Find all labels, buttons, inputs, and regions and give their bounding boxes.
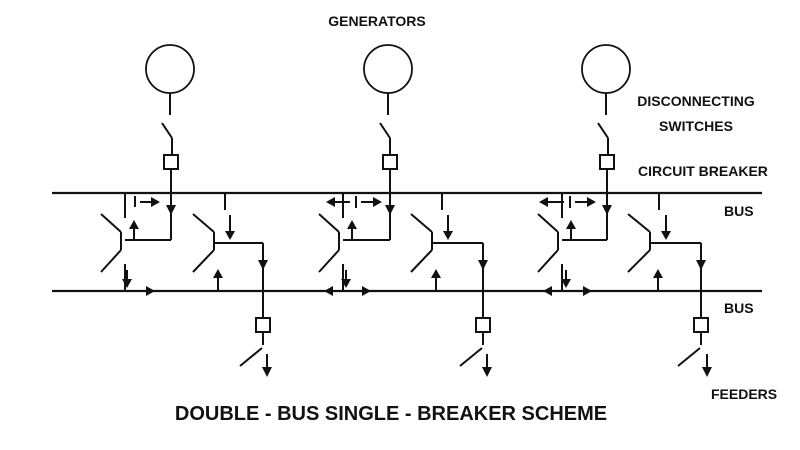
down-arrow-icon xyxy=(696,260,706,270)
bus-disconnect-switch-icon xyxy=(192,213,215,233)
diagram-title: DOUBLE - BUS SINGLE - BREAKER SCHEME xyxy=(175,403,607,425)
left-arrow-icon xyxy=(539,197,548,207)
bus-disconnect-switch-icon xyxy=(100,213,122,233)
right-arrow-icon xyxy=(362,286,371,296)
down-arrow-icon xyxy=(262,367,272,377)
up-arrow-icon xyxy=(431,269,441,278)
bus-disconnect-switch-icon xyxy=(537,249,559,273)
bus-disconnect-switch-icon xyxy=(537,213,559,233)
bus-disconnect-switch-icon xyxy=(410,213,433,233)
up-arrow-icon xyxy=(347,220,357,229)
bus-disconnect-switch-icon xyxy=(410,249,433,273)
down-arrow-icon xyxy=(385,205,395,215)
disconnect-switch-icon xyxy=(379,122,391,139)
disconnect-switch-icon xyxy=(597,122,609,139)
down-arrow-icon xyxy=(702,367,712,377)
disconnecting-switches-label-line1: DISCONNECTING xyxy=(637,93,755,109)
generator-branch-2 xyxy=(318,44,413,291)
circuit-breaker-icon xyxy=(693,317,709,333)
right-arrow-icon xyxy=(583,286,592,296)
top-bus-label: BUS xyxy=(724,203,754,219)
up-arrow-icon xyxy=(129,220,139,229)
down-arrow-icon xyxy=(478,260,488,270)
generators-label: GENERATORS xyxy=(328,13,426,29)
down-arrow-icon xyxy=(341,279,351,288)
bus-disconnect-switch-icon xyxy=(627,249,651,273)
bus-disconnect-switch-icon xyxy=(318,249,340,273)
down-arrow-icon xyxy=(561,279,571,288)
bus-disconnect-switch-icon xyxy=(192,249,215,273)
left-arrow-icon xyxy=(543,286,552,296)
circuit-breaker-icon xyxy=(382,154,398,170)
right-arrow-icon xyxy=(587,197,596,207)
generator-icon xyxy=(363,44,413,94)
left-arrow-icon xyxy=(324,286,333,296)
disconnect-switch-icon xyxy=(161,122,173,139)
disconnect-switch-icon xyxy=(677,347,701,367)
bus-disconnect-switch-icon xyxy=(100,249,122,273)
bottom-bus-label: BUS xyxy=(724,300,754,316)
down-arrow-icon xyxy=(661,231,671,240)
up-arrow-icon xyxy=(213,269,223,278)
down-arrow-icon xyxy=(225,231,235,240)
down-arrow-icon xyxy=(122,279,132,288)
bus-flow-arrows xyxy=(134,196,596,296)
feeder-branch-1 xyxy=(192,193,272,377)
disconnect-switch-icon xyxy=(459,347,483,367)
disconnecting-switches-label-line2: SWITCHES xyxy=(659,118,733,134)
right-arrow-icon xyxy=(146,286,155,296)
left-arrow-icon xyxy=(326,197,335,207)
down-arrow-icon xyxy=(166,205,176,215)
feeders-label: FEEDERS xyxy=(711,386,777,402)
circuit-breaker-icon xyxy=(255,317,271,333)
up-arrow-icon xyxy=(566,220,576,229)
feeder-branch-3 xyxy=(627,193,712,377)
up-arrow-icon xyxy=(653,269,663,278)
right-arrow-icon xyxy=(373,197,382,207)
down-arrow-icon xyxy=(258,260,268,270)
right-arrow-icon xyxy=(151,197,160,207)
generator-icon xyxy=(581,44,631,94)
circuit-breaker-icon xyxy=(163,154,179,170)
circuit-breaker-icon xyxy=(475,317,491,333)
circuit-breaker-label: CIRCUIT BREAKER xyxy=(638,163,768,179)
generator-branch-3 xyxy=(537,44,631,291)
feeder-branch-2 xyxy=(410,193,492,377)
disconnect-switch-icon xyxy=(239,347,263,367)
circuit-breaker-icon xyxy=(599,154,615,170)
down-arrow-icon xyxy=(482,367,492,377)
generator-icon xyxy=(145,44,195,94)
bus-disconnect-switch-icon xyxy=(318,213,340,233)
generator-branch-1 xyxy=(100,44,195,291)
bus-disconnect-switch-icon xyxy=(627,213,651,233)
down-arrow-icon xyxy=(443,231,453,240)
down-arrow-icon xyxy=(602,205,612,215)
